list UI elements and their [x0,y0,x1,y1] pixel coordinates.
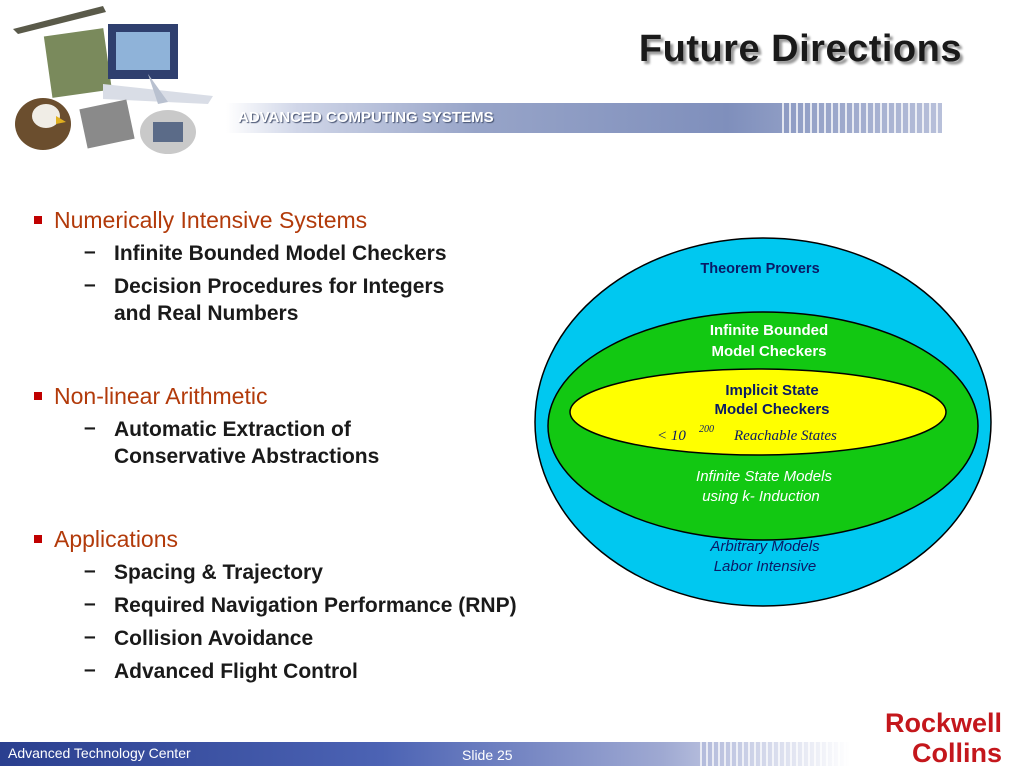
logo-line1: Rockwell [884,708,1002,738]
bullet-list: Numerically Intensive Systems – Infinite… [32,207,632,691]
list-item-text: Automatic Extraction of Conservative Abs… [114,416,379,470]
inner-label-line1: Implicit State [725,382,818,399]
verification-ellipse-diagram: Theorem Provers Infinite Bounded Model C… [534,237,992,607]
footer-organization: Advanced Technology Center [8,745,191,761]
banner-text: ADVANCED COMPUTING SYSTEMS [238,109,494,126]
list-item: – Infinite Bounded Model Checkers [84,240,632,267]
list-item: – Required Navigation Performance (RNP) [84,592,632,619]
dash-icon: – [84,658,96,681]
middle-label-line2: Model Checkers [711,343,826,360]
slide-number: Slide 25 [462,747,513,763]
section-heading-text: Non-linear Arithmetic [54,383,268,409]
inner-states-suffix: Reachable States [733,428,837,444]
list-item-line: Automatic Extraction of [114,418,351,441]
slide-footer: Advanced Technology Center Slide 25 [0,740,1024,768]
list-item-text: Required Navigation Performance (RNP) [114,594,517,617]
dash-icon: – [84,416,96,439]
banner-stripes [782,103,942,133]
bullet-square-icon [34,392,42,400]
middle-label-line1: Infinite Bounded [710,322,828,339]
dash-icon: – [84,625,96,648]
footer-stripes [700,742,850,766]
outer-bottom-line1: Arbitrary Models [709,538,820,555]
list-item-text: Spacing & Trajectory [114,561,323,584]
section-heading-text: Numerically Intensive Systems [54,207,368,233]
list-item-text: Decision Procedures for Integers and Rea… [114,273,444,327]
list-item-line: Conservative Abstractions [114,445,380,468]
logo-line2: Collins [911,738,1002,768]
list-item: – Spacing & Trajectory [84,559,632,586]
list-item-line: and Real Numbers [114,302,299,325]
list-item: – Collision Avoidance [84,625,632,652]
middle-bottom-line1: Infinite State Models [696,468,832,485]
inner-label-line2: Model Checkers [714,401,829,418]
inner-states-exponent: 200 [699,424,714,435]
slide-title: Future Directions [638,28,962,70]
outer-label: Theorem Provers [700,261,819,277]
list-item-text: Advanced Flight Control [114,660,358,683]
outer-bottom-line2: Labor Intensive [714,558,817,575]
bullet-square-icon [34,535,42,543]
bullet-square-icon [34,216,42,224]
dash-icon: – [84,273,96,296]
list-item-line: Decision Procedures for Integers [114,275,445,298]
inner-ellipse-implicit-state [569,368,947,456]
header-collage-image [13,6,213,154]
list-item: – Decision Procedures for Integers and R… [84,273,632,327]
list-item-text: Collision Avoidance [114,627,314,650]
company-logo: Rockwell Collins [885,708,1002,768]
section-heading: Numerically Intensive Systems [32,207,632,234]
dash-icon: – [84,240,96,263]
middle-bottom-line2: using k- Induction [702,488,820,505]
inner-states-prefix: < 10 [657,428,686,444]
dash-icon: – [84,559,96,582]
dash-icon: – [84,592,96,615]
header-banner: ADVANCED COMPUTING SYSTEMS [226,103,942,133]
list-item: – Advanced Flight Control [84,658,632,685]
section-heading: Applications [32,526,632,553]
section-heading: Non-linear Arithmetic [32,383,632,410]
section-heading-text: Applications [54,526,179,552]
list-item: – Automatic Extraction of Conservative A… [84,416,632,470]
list-item-text: Infinite Bounded Model Checkers [114,242,447,265]
